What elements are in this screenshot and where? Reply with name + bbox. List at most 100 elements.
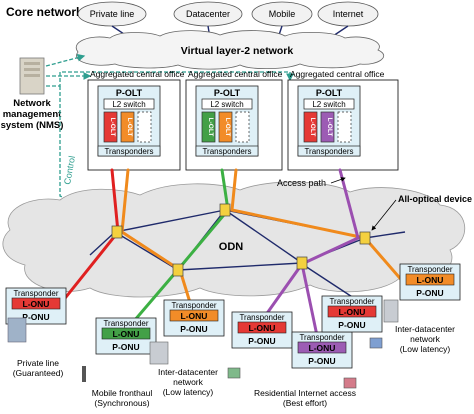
optical-node [359, 231, 371, 245]
inter-dc1-label-3: (Low latency) [163, 387, 214, 397]
optical-nodes [111, 203, 371, 277]
onu-boxes: TransponderL-ONUP-ONUTransponderL-ONUP-O… [5, 263, 461, 369]
l-olt-label: L-OLT [326, 118, 333, 137]
onu-transponder-label: Transponder [103, 319, 148, 328]
private-line-label-1: Private line [17, 358, 59, 368]
house-icon [369, 337, 383, 349]
user-labels: Private line (Guaranteed) Mobile frontha… [13, 324, 455, 408]
building-icon [7, 317, 27, 343]
house-icon [227, 367, 241, 379]
p-olt-label: P-OLT [116, 88, 143, 98]
l-olt-card [235, 111, 250, 143]
cloud-datacenter-label: Datacenter [186, 9, 230, 19]
l-onu-box [11, 297, 61, 310]
cloud-internet: Internet [317, 1, 379, 27]
optical-node [219, 203, 231, 217]
inter-dc1-label-1: Inter-datacenter [158, 367, 218, 377]
l-onu-label: L-ONU [309, 343, 336, 353]
l-onu-label: L-ONU [339, 307, 366, 317]
optical-node [296, 256, 308, 270]
l-olt-card [137, 111, 152, 143]
p-olt-label: P-OLT [214, 88, 241, 98]
nms-label-line3: system (NMS) [1, 120, 64, 131]
mobile-label-2: (Synchronous) [94, 398, 149, 408]
l-onu-label: L-ONU [417, 275, 444, 285]
datacenter-icon [383, 299, 399, 323]
p-onu-label: P-ONU [338, 320, 365, 330]
optical-node [172, 263, 184, 277]
l2-switch-label: L2 switch [312, 100, 345, 109]
cloud-private-line: Private line [77, 1, 147, 27]
l-olt-card [218, 111, 233, 143]
cloud-mobile: Mobile [251, 1, 313, 27]
residential-label-1: Residential Internet access [254, 388, 356, 398]
p-onu-label: P-ONU [22, 312, 49, 322]
office-label: Aggregated central office [290, 69, 385, 79]
l2-switch-box [303, 98, 355, 110]
access-path-pointer [330, 177, 346, 184]
nms-label-line2: management [3, 109, 62, 120]
user-icons [7, 299, 399, 389]
private-line-label-2: (Guaranteed) [13, 368, 64, 378]
virtual-l2-cloud: Virtual layer-2 network [75, 30, 385, 70]
office-label: Aggregated central office [90, 69, 185, 79]
l-olt-card [120, 111, 135, 143]
onu-transponder-label: Transponder [171, 301, 216, 310]
cloud-datacenter: Datacenter [173, 1, 243, 27]
all-optical-pointer [371, 199, 397, 231]
transponders-label: Transponders [104, 147, 153, 156]
transponders-box [195, 145, 259, 157]
inter-dc1-label-2: network [173, 377, 204, 387]
l-olt-card [320, 111, 335, 143]
transponders-label: Transponders [202, 147, 251, 156]
l-olt-label: L-OLT [109, 118, 116, 137]
odn-label: ODN [219, 241, 244, 253]
cloud-mobile-label: Mobile [269, 9, 296, 19]
inter-dc2-label-3: (Low latency) [400, 344, 451, 354]
nms-server: Network management system (NMS) [1, 57, 64, 131]
l-onu-box [405, 273, 455, 286]
l-onu-label: L-ONU [249, 323, 276, 333]
transponders-label: Transponders [304, 147, 353, 156]
residential-label-2: (Best effort) [283, 398, 327, 408]
all-optical-label: All-optical device [398, 194, 472, 204]
datacenter-icon [149, 341, 169, 365]
antenna-icon [82, 366, 86, 382]
l-olt-label: L-OLT [224, 118, 231, 137]
l-onu-box [169, 309, 219, 322]
l-olt-card [337, 111, 352, 143]
l-olt-label: L-OLT [126, 118, 133, 137]
l2-switch-box [103, 98, 155, 110]
odn-cloud: ODN [2, 181, 466, 298]
l-olt-label: L-OLT [207, 118, 214, 137]
optical-node [111, 225, 123, 239]
onu-transponder-label: Transponder [407, 265, 452, 274]
transponders-box [297, 145, 361, 157]
p-onu-label: P-ONU [416, 288, 443, 298]
l2-switch-label: L2 switch [112, 100, 145, 109]
l-onu-box [297, 341, 347, 354]
l-olt-card [201, 111, 216, 143]
l2-switch-label: L2 switch [210, 100, 243, 109]
l-onu-box [101, 327, 151, 340]
core-networks-title: Core networks [6, 5, 90, 19]
p-onu-label: P-ONU [180, 324, 207, 334]
mobile-label-1: Mobile fronthaul [92, 388, 153, 398]
l-onu-box [327, 305, 377, 318]
access-path-label: Access path [277, 178, 326, 188]
l-olt-card [103, 111, 118, 143]
green-path [114, 168, 230, 344]
